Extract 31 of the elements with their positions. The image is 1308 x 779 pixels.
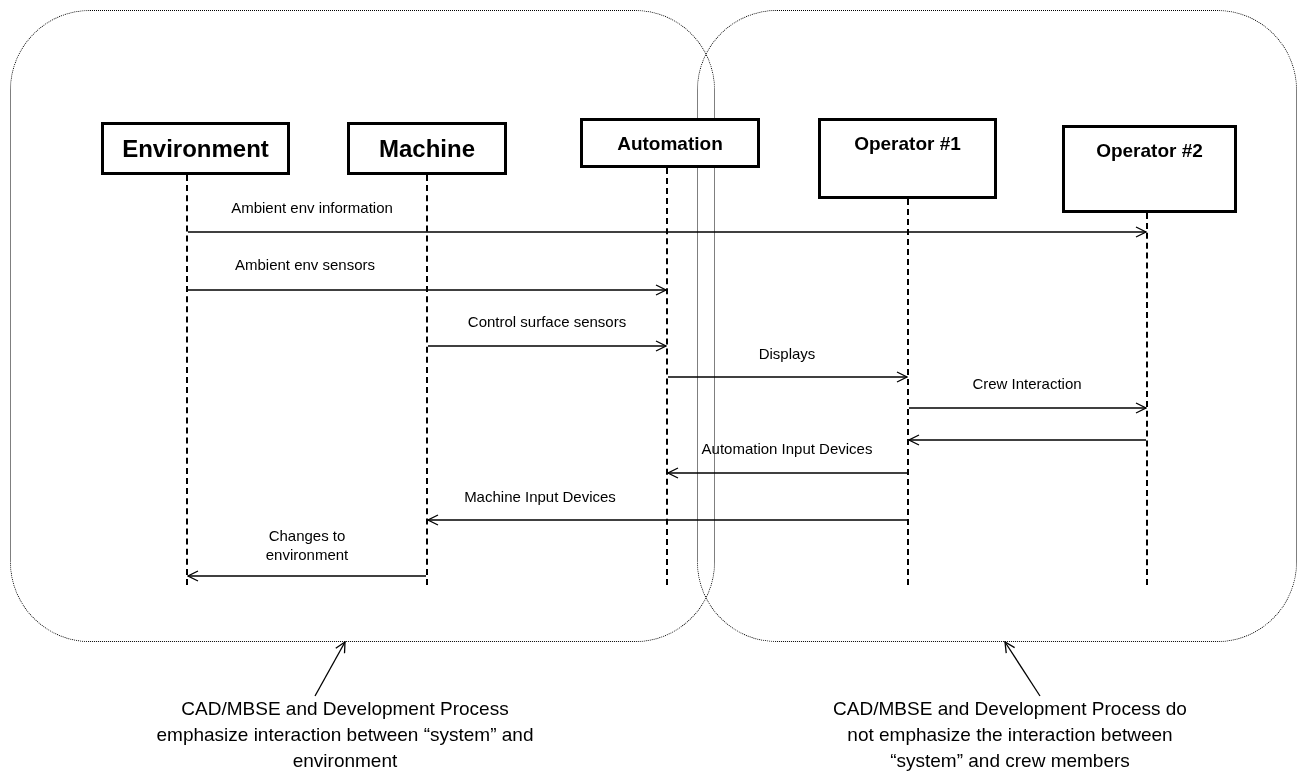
message-arrow xyxy=(908,402,1147,414)
actor-box: Automation xyxy=(580,118,760,168)
lifeline xyxy=(426,175,428,585)
edge-label: Displays xyxy=(758,344,816,363)
message-arrow xyxy=(427,514,908,526)
actor-box: Environment xyxy=(101,122,290,175)
message-arrow xyxy=(427,340,667,352)
edge-label: Ambient env sensors xyxy=(234,255,376,274)
lifeline xyxy=(186,175,188,585)
message-arrow xyxy=(187,284,667,296)
leader-arrow xyxy=(314,641,346,697)
callout-text: CAD/MBSE and Development Process emphasize interaction between “system” and environment xyxy=(155,696,535,776)
callout-text: CAD/MBSE and Development Process do not emphasize the interaction between “system” and crew members xyxy=(820,696,1200,776)
actor-box: Operator #2 xyxy=(1062,125,1237,213)
edge-label: Ambient env information xyxy=(231,198,393,217)
message-arrow xyxy=(667,371,908,383)
edge-label: Changes to environment xyxy=(264,526,350,564)
leader-arrow xyxy=(1004,641,1041,697)
lifeline xyxy=(666,168,668,585)
message-arrow xyxy=(667,467,908,479)
actor-box: Machine xyxy=(347,122,507,175)
edge-label: Control surface sensors xyxy=(467,312,627,331)
lifeline xyxy=(1146,213,1148,585)
message-arrow xyxy=(187,570,427,582)
edge-label: Machine Input Devices xyxy=(464,487,616,506)
edge-label: Automation Input Devices xyxy=(701,439,873,458)
message-arrow xyxy=(187,226,1147,238)
actor-box: Operator #1 xyxy=(818,118,997,199)
lifeline xyxy=(907,199,909,585)
message-arrow xyxy=(908,434,1147,446)
edge-label: Crew Interaction xyxy=(972,374,1082,393)
